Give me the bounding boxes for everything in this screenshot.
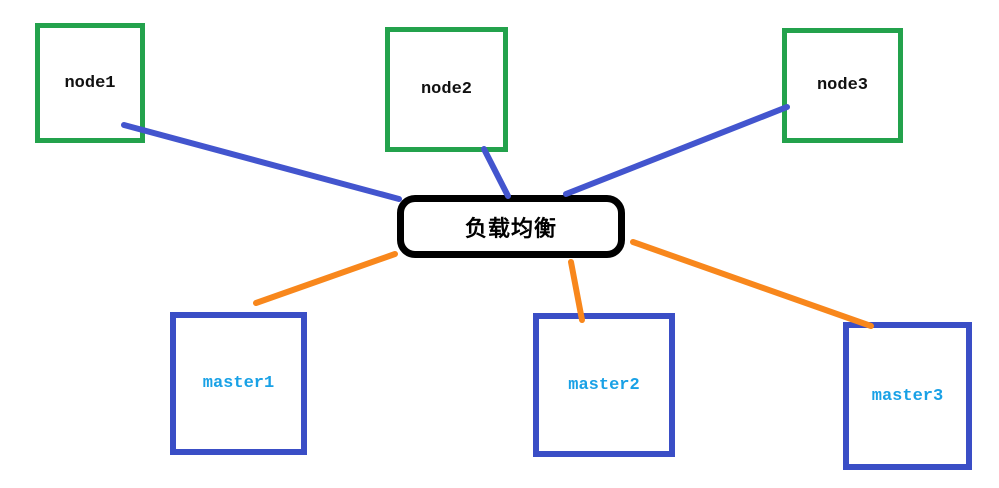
node2-box: node2 [385,27,508,152]
node2-label: node2 [420,80,472,99]
edge-center-to-node3 [563,104,790,197]
master3-label: master3 [871,386,944,406]
master1-label: master1 [202,374,275,393]
node1-box: node1 [35,23,145,143]
load-balancer-label: 负载均衡 [464,216,557,242]
node3-box: node3 [782,28,903,143]
edge-center-to-master1 [253,251,398,306]
load-balancer-box: 负载均衡 [397,195,625,258]
master3-box: master3 [843,322,972,470]
node1-label: node1 [64,73,116,93]
edge-center-to-master2 [568,259,585,323]
master1-box: master1 [170,312,307,455]
edge-center-to-node1 [121,122,402,202]
master2-label: master2 [568,375,640,395]
node3-label: node3 [816,76,868,95]
master2-box: master2 [533,313,675,457]
edge-center-to-node2 [481,146,511,199]
